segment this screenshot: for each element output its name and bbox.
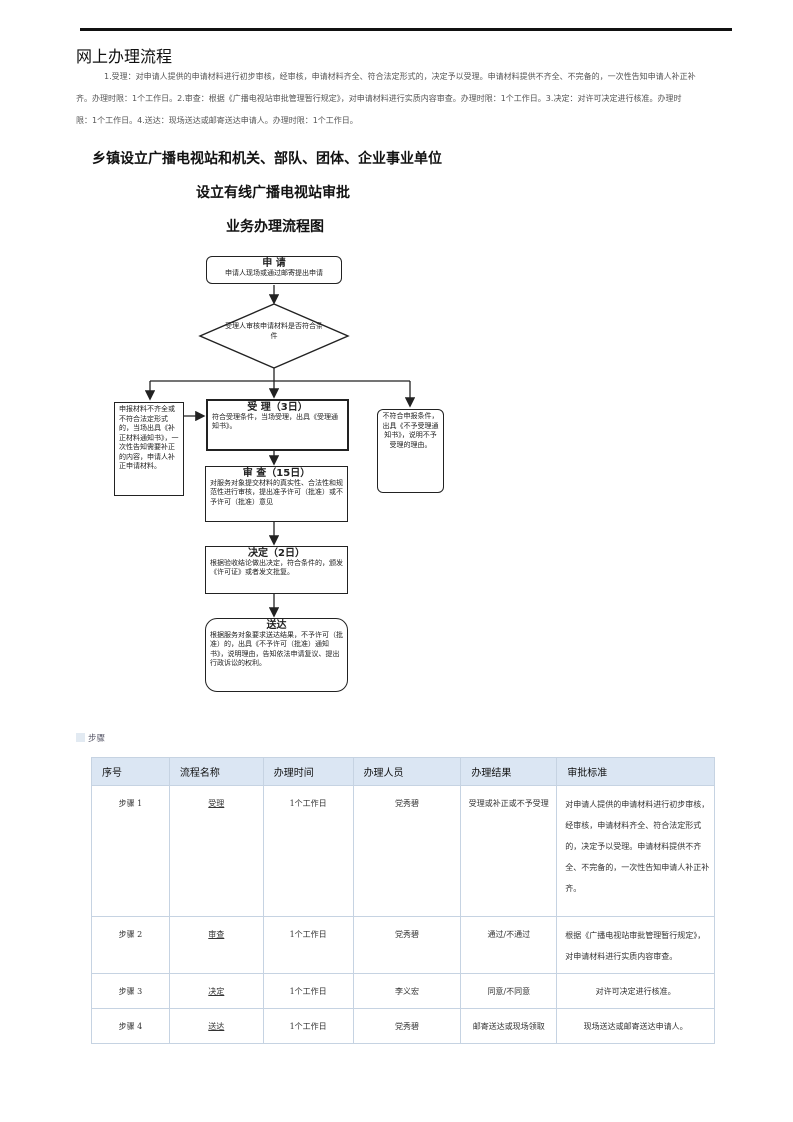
node-apply-text: 申请人现场或通过邮寄提出申请 [225, 268, 323, 277]
header-time: 办理时间 [262, 757, 354, 786]
cell-time: 1个工作日 [262, 916, 354, 974]
cell-standard: 现场送达或邮寄送达申请人。 [556, 1008, 715, 1044]
cell-no: 步骤 2 [91, 916, 170, 974]
cell-result: 同意/不同意 [460, 973, 558, 1009]
node-review-text: 对服务对象提交材料的真实性、合法性和规范性进行审核，提出准予许可（批准）或不予许… [210, 478, 343, 506]
node-accept-text: 符合受理条件，当场受理，出具《受理通知书》。 [212, 412, 338, 431]
cell-staff: 党秀碧 [352, 1008, 462, 1044]
step-link-accept[interactable]: 受理 [208, 799, 225, 808]
node-decide-text: 根据验收结论做出决定，符合条件的，颁发《许可证》或者发文批复。 [210, 558, 343, 577]
header-standard: 审批标准 [556, 757, 715, 786]
cell-time: 1个工作日 [262, 785, 354, 917]
cell-result: 受理或补正或不予受理 [460, 785, 558, 917]
flowchart-connectors [144, 285, 416, 618]
step-link-deliver[interactable]: 送达 [208, 1022, 225, 1031]
node-reject: 不符合申报条件，出具《不予受理通知书》，说明不予受理的理由。 [377, 409, 444, 493]
table-row: 步骤 3 决定 1个工作日 李义宏 同意/不同意 对许可决定进行核准。 [91, 973, 715, 1009]
node-review-title: 审 查（15日） [242, 468, 311, 479]
node-apply-title: 申 请 [262, 258, 286, 269]
top-rule [80, 28, 732, 31]
node-decide-title: 决定（2日） [248, 548, 305, 559]
node-deliver: 送达 根据服务对象要求送达结果，不予许可（批准）的，出具《不予许可（批准）通知书… [205, 618, 348, 692]
diamond-text: 受理人审核申请材料是否符合条件 [225, 322, 323, 340]
cell-result: 通过/不通过 [460, 916, 558, 974]
steps-header-row: 序号 流程名称 办理时间 办理人员 办理结果 审批标准 [91, 757, 715, 786]
header-staff: 办理人员 [352, 757, 462, 786]
cell-standard: 根据《广播电视站审批管理暂行规定》，对申请材料进行实质内容审查。 [556, 916, 715, 974]
cell-name: 审查 [168, 916, 264, 974]
cell-time: 1个工作日 [262, 973, 354, 1009]
cell-staff: 党秀碧 [352, 916, 462, 974]
step-link-decide[interactable]: 决定 [208, 987, 225, 996]
cell-result: 邮寄送达或现场领取 [460, 1008, 558, 1044]
cell-no: 步骤 3 [91, 973, 170, 1009]
cell-staff: 李义宏 [352, 973, 462, 1009]
node-decide: 决定（2日） 根据验收结论做出决定，符合条件的，颁发《许可证》或者发文批复。 [205, 546, 348, 594]
page-title: 网上办理流程 [76, 47, 173, 66]
node-apply: 申 请 申请人现场或通过邮寄提出申请 [206, 256, 342, 284]
node-supplement: 申报材料不齐全或不符合法定形式的，当场出具《补正材料通知书》，一次性告知需要补正… [114, 402, 184, 496]
steps-table: 序号 流程名称 办理时间 办理人员 办理结果 审批标准 步骤 1 受理 1个工作… [91, 757, 715, 1044]
node-deliver-text: 根据服务对象要求送达结果，不予许可（批准）的，出具《不予许可（批准）通知书》，说… [210, 630, 343, 668]
cell-name: 送达 [168, 1008, 264, 1044]
node-review: 审 查（15日） 对服务对象提交材料的真实性、合法性和规范性进行审核，提出准予许… [205, 466, 348, 522]
node-deliver-title: 送达 [266, 620, 287, 631]
cell-name: 决定 [168, 973, 264, 1009]
step-link-review[interactable]: 审查 [208, 930, 225, 939]
flowchart-title-line3: 业务办理流程图 [226, 219, 324, 235]
cell-staff: 党秀碧 [352, 785, 462, 917]
steps-label: 步骤 [75, 733, 106, 744]
intro-paragraph: 1.受理：对申请人提供的申请材料进行初步审核，经审核，申请材料齐全、符合法定形式… [76, 72, 696, 125]
cell-no: 步骤 4 [91, 1008, 170, 1044]
flowchart-title-line2: 设立有线广播电视站审批 [196, 185, 350, 201]
flowchart-title-line1: 乡镇设立广播电视站和机关、部队、团体、企业事业单位 [92, 151, 442, 167]
header-name: 流程名称 [168, 757, 264, 786]
header-result: 办理结果 [460, 757, 558, 786]
table-row: 步骤 4 送达 1个工作日 党秀碧 邮寄送达或现场领取 现场送达或邮寄送达申请人… [91, 1008, 715, 1044]
header-no: 序号 [91, 757, 170, 786]
cell-standard: 对申请人提供的申请材料进行初步审核，经审核，申请材料齐全、符合法定形式的，决定予… [556, 785, 715, 917]
table-row: 步骤 2 审查 1个工作日 党秀碧 通过/不通过 根据《广播电视站审批管理暂行规… [91, 916, 715, 974]
cell-standard: 对许可决定进行核准。 [556, 973, 715, 1009]
cell-name: 受理 [168, 785, 264, 917]
table-row: 步骤 1 受理 1个工作日 党秀碧 受理或补正或不予受理 对申请人提供的申请材料… [91, 785, 715, 917]
node-accept: 受 理（3日） 符合受理条件，当场受理，出具《受理通知书》。 [206, 399, 349, 451]
node-accept-title: 受 理（3日） [247, 402, 308, 413]
cell-no: 步骤 1 [91, 785, 170, 917]
cell-time: 1个工作日 [262, 1008, 354, 1044]
